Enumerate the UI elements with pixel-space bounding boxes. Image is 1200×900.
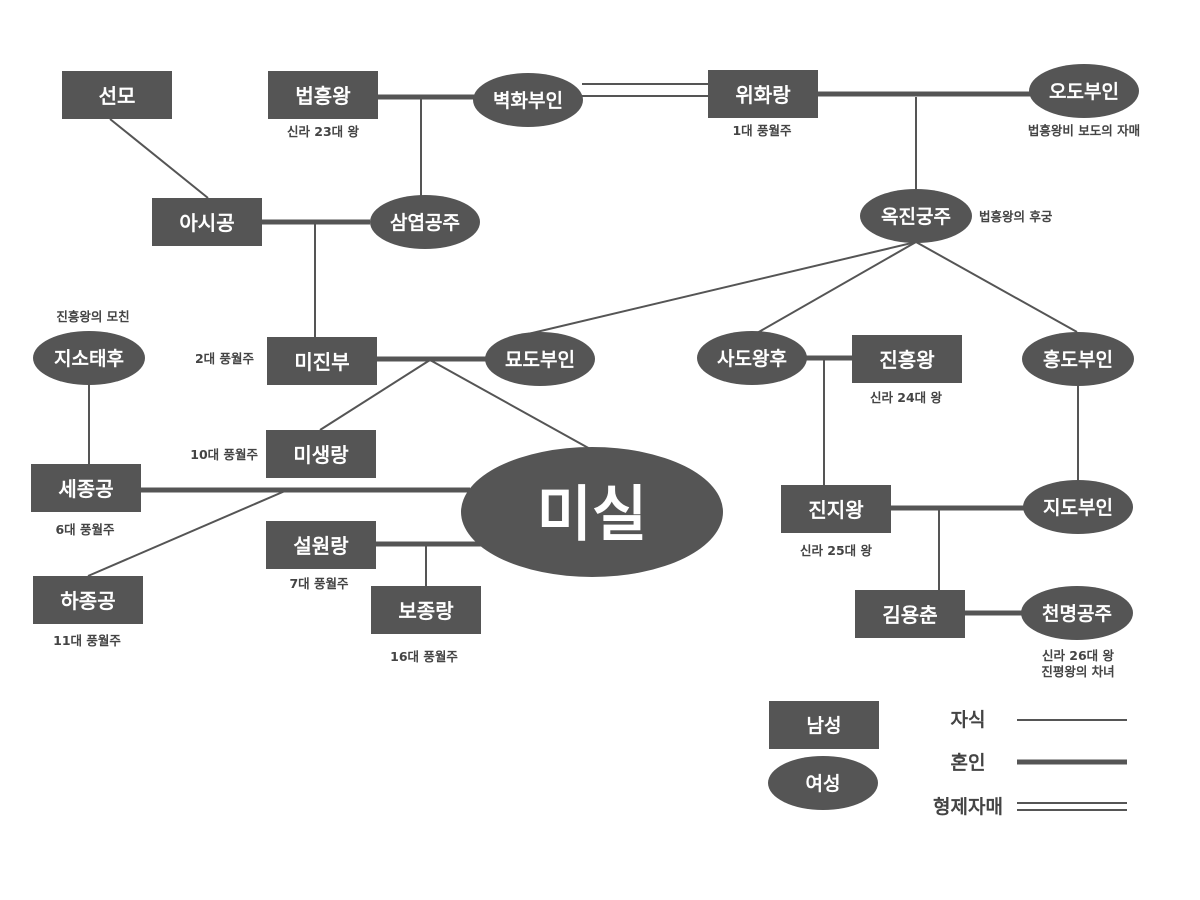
node-box-asigong: [152, 198, 262, 246]
caption-okjin: 법흥왕의 후궁: [979, 209, 1053, 224]
node-box-jinjiwang: [781, 485, 891, 533]
marriage-lines: [141, 91, 1030, 616]
line-mijinbu-misil: [429, 359, 593, 451]
node-ellipse-myodo: [485, 332, 595, 386]
node-box-jinheungwang: [852, 335, 962, 383]
caption-jinheungwang: 신라 24대 왕: [870, 390, 943, 405]
captions: 신라 23대 왕 1대 풍월주 법흥왕비 보도의 자매 법흥왕의 후궁 진흥왕의…: [53, 123, 1140, 679]
node-label-mijinbu: 미진부: [294, 350, 349, 374]
node-label-samyeop: 삼엽공주: [390, 212, 460, 234]
node-ellipse-samyeop: [370, 195, 480, 249]
node-ellipse-jido: [1023, 480, 1133, 534]
caption-wihwarang: 1대 풍월주: [732, 123, 792, 138]
node-ellipse-byeokhwa: [473, 73, 583, 127]
node-label-jinheungwang: 진흥왕: [879, 348, 935, 372]
node-label-myodo: 묘도부인: [505, 349, 575, 371]
node-ellipse-misil: [461, 447, 723, 577]
legend-female-ellipse: [768, 756, 878, 810]
node-label-jinjiwang: 진지왕: [808, 498, 864, 522]
caption-misaengrang: 10대 풍월주: [190, 447, 258, 462]
node-label-gimyongchun: 김용춘: [882, 603, 937, 627]
legend-male-box: [769, 701, 879, 749]
node-label-asigong: 아시공: [179, 211, 234, 235]
node-label-odo: 오도부인: [1049, 81, 1119, 103]
node-label-wihwarang: 위화랑: [735, 83, 791, 107]
node-box-misaengrang: [266, 430, 376, 478]
node-ellipse-sadowanghu: [697, 331, 807, 385]
caption-odo: 법흥왕비 보도의 자매: [1028, 123, 1140, 138]
node-box-gimyongchun: [855, 590, 965, 638]
caption-cheonmyeong-1: 신라 26대 왕: [1042, 648, 1115, 663]
node-box-hajonggong: [33, 576, 143, 624]
node-label-seolwonrang: 설원랑: [293, 534, 349, 558]
node-label-heungdo: 흥도부인: [1043, 348, 1113, 371]
node-ellipse-jisotaehu: [33, 331, 145, 385]
node-label-seonmo: 선모: [99, 84, 136, 108]
node-label-cheonmyeong: 천명공주: [1042, 603, 1112, 625]
caption-seolwonrang: 7대 풍월주: [289, 576, 349, 591]
node-label-byeokhwa: 벽화부인: [493, 90, 563, 112]
node-label-sadowanghu: 사도왕후: [717, 348, 787, 370]
line-okjin-sadowanghu: [756, 241, 917, 334]
line-okjin-heungdo: [915, 241, 1078, 333]
caption-jisotaehu: 진흥왕의 모친: [56, 309, 129, 324]
line-mijinbu-misaengrang: [319, 359, 431, 431]
child-lines: [87, 97, 1079, 590]
node-box-seolwonrang: [266, 521, 376, 569]
node-box-mijinbu: [267, 337, 377, 385]
node-label-sejonggong: 세종공: [58, 477, 113, 501]
node-box-seonmo: [62, 71, 172, 119]
legend: 남성 여성 자식 혼인 형제자매: [768, 701, 1127, 818]
caption-bojongrang: 16대 풍월주: [390, 649, 458, 664]
node-box-wihwarang: [708, 70, 818, 118]
caption-jinjiwang: 신라 25대 왕: [800, 543, 873, 558]
node-box-sejonggong: [31, 464, 141, 512]
nodes: 선모 법흥왕 벽화부인 위화랑 오도부인 아시공 삼엽공주 옥진궁주 지소태후 …: [31, 64, 1139, 640]
legend-sibling-label: 형제자매: [933, 796, 1003, 818]
caption-mijinbu: 2대 풍월주: [195, 351, 255, 366]
node-label-misil: 미실: [537, 480, 647, 550]
caption-beopheungwang: 신라 23대 왕: [287, 124, 360, 139]
sibling-lines: [582, 83, 708, 97]
node-label-jido: 지도부인: [1043, 497, 1113, 519]
node-label-misaengrang: 미생랑: [293, 443, 349, 467]
node-label-hajonggong: 하종공: [60, 589, 115, 613]
line-okjin-myodo: [527, 241, 917, 335]
node-ellipse-odo: [1029, 64, 1139, 118]
node-label-bojongrang: 보종랑: [398, 599, 454, 623]
line-seonmo-asigong: [109, 118, 209, 199]
caption-cheonmyeong-2: 진평왕의 차녀: [1041, 664, 1114, 679]
legend-male-label: 남성: [807, 715, 842, 737]
caption-sejonggong: 6대 풍월주: [55, 522, 115, 537]
node-box-bojongrang: [371, 586, 481, 634]
node-label-beopheungwang: 법흥왕: [295, 84, 351, 108]
legend-child-label: 자식: [951, 709, 986, 731]
node-label-jisotaehu: 지소태후: [54, 348, 124, 370]
node-label-okjin: 옥진궁주: [881, 206, 951, 228]
legend-female-label: 여성: [806, 773, 841, 795]
legend-marriage-label: 혼인: [951, 751, 986, 774]
node-ellipse-cheonmyeong: [1021, 586, 1133, 640]
node-ellipse-heungdo: [1022, 332, 1134, 386]
line-sejonggong-hajonggong: [87, 490, 286, 577]
node-box-beopheungwang: [268, 71, 378, 119]
node-ellipse-okjin: [860, 189, 972, 243]
caption-hajonggong: 11대 풍월주: [53, 633, 121, 648]
